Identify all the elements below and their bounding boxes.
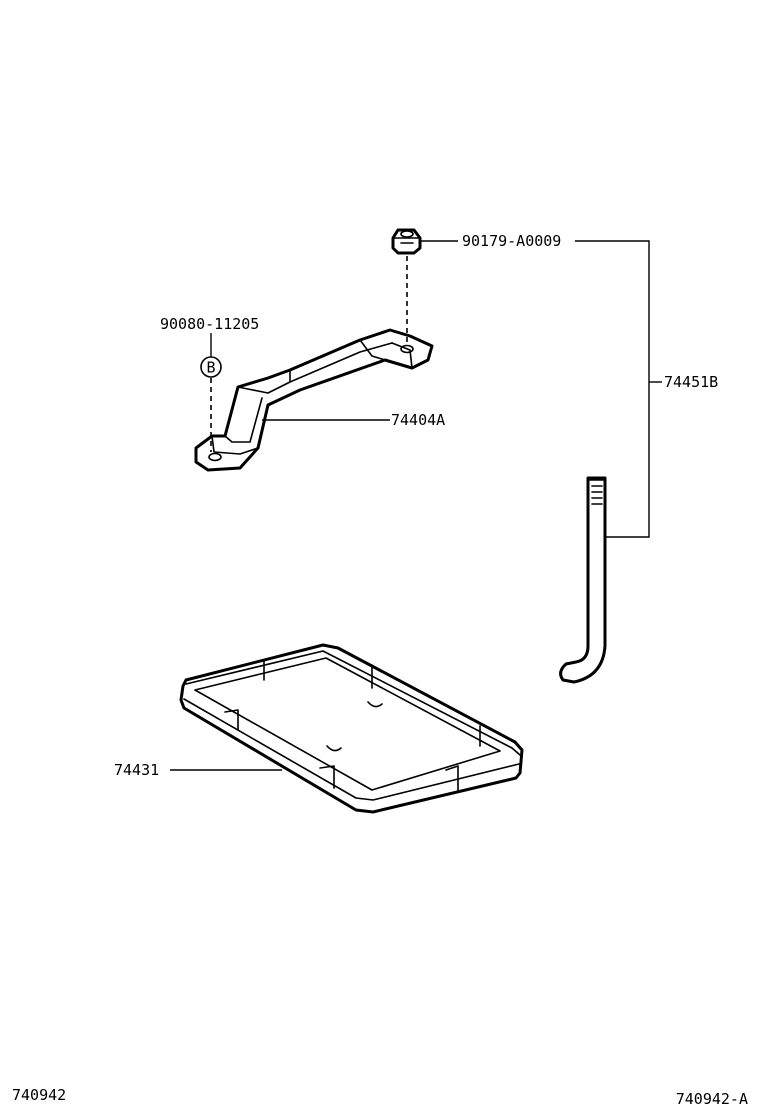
hold-down-rod [559,476,607,684]
callout-bolt-clip: 90080-11205 [160,315,259,333]
bolt-marker-letter: B [206,359,215,377]
callout-assembly: 74451B [664,373,718,391]
callout-tray: 74431 [114,761,159,779]
bolt-marker: B [200,356,222,378]
battery-tray [179,643,524,814]
hex-nut [391,228,422,255]
callout-clamp: 74404A [391,411,445,429]
footer-right-code: 740942-A [676,1090,748,1108]
callout-nut: 90179-A0009 [462,232,561,250]
assembly-bracket [575,240,650,538]
battery-clamp [194,328,434,472]
footer-left-code: 740942 [12,1086,66,1104]
